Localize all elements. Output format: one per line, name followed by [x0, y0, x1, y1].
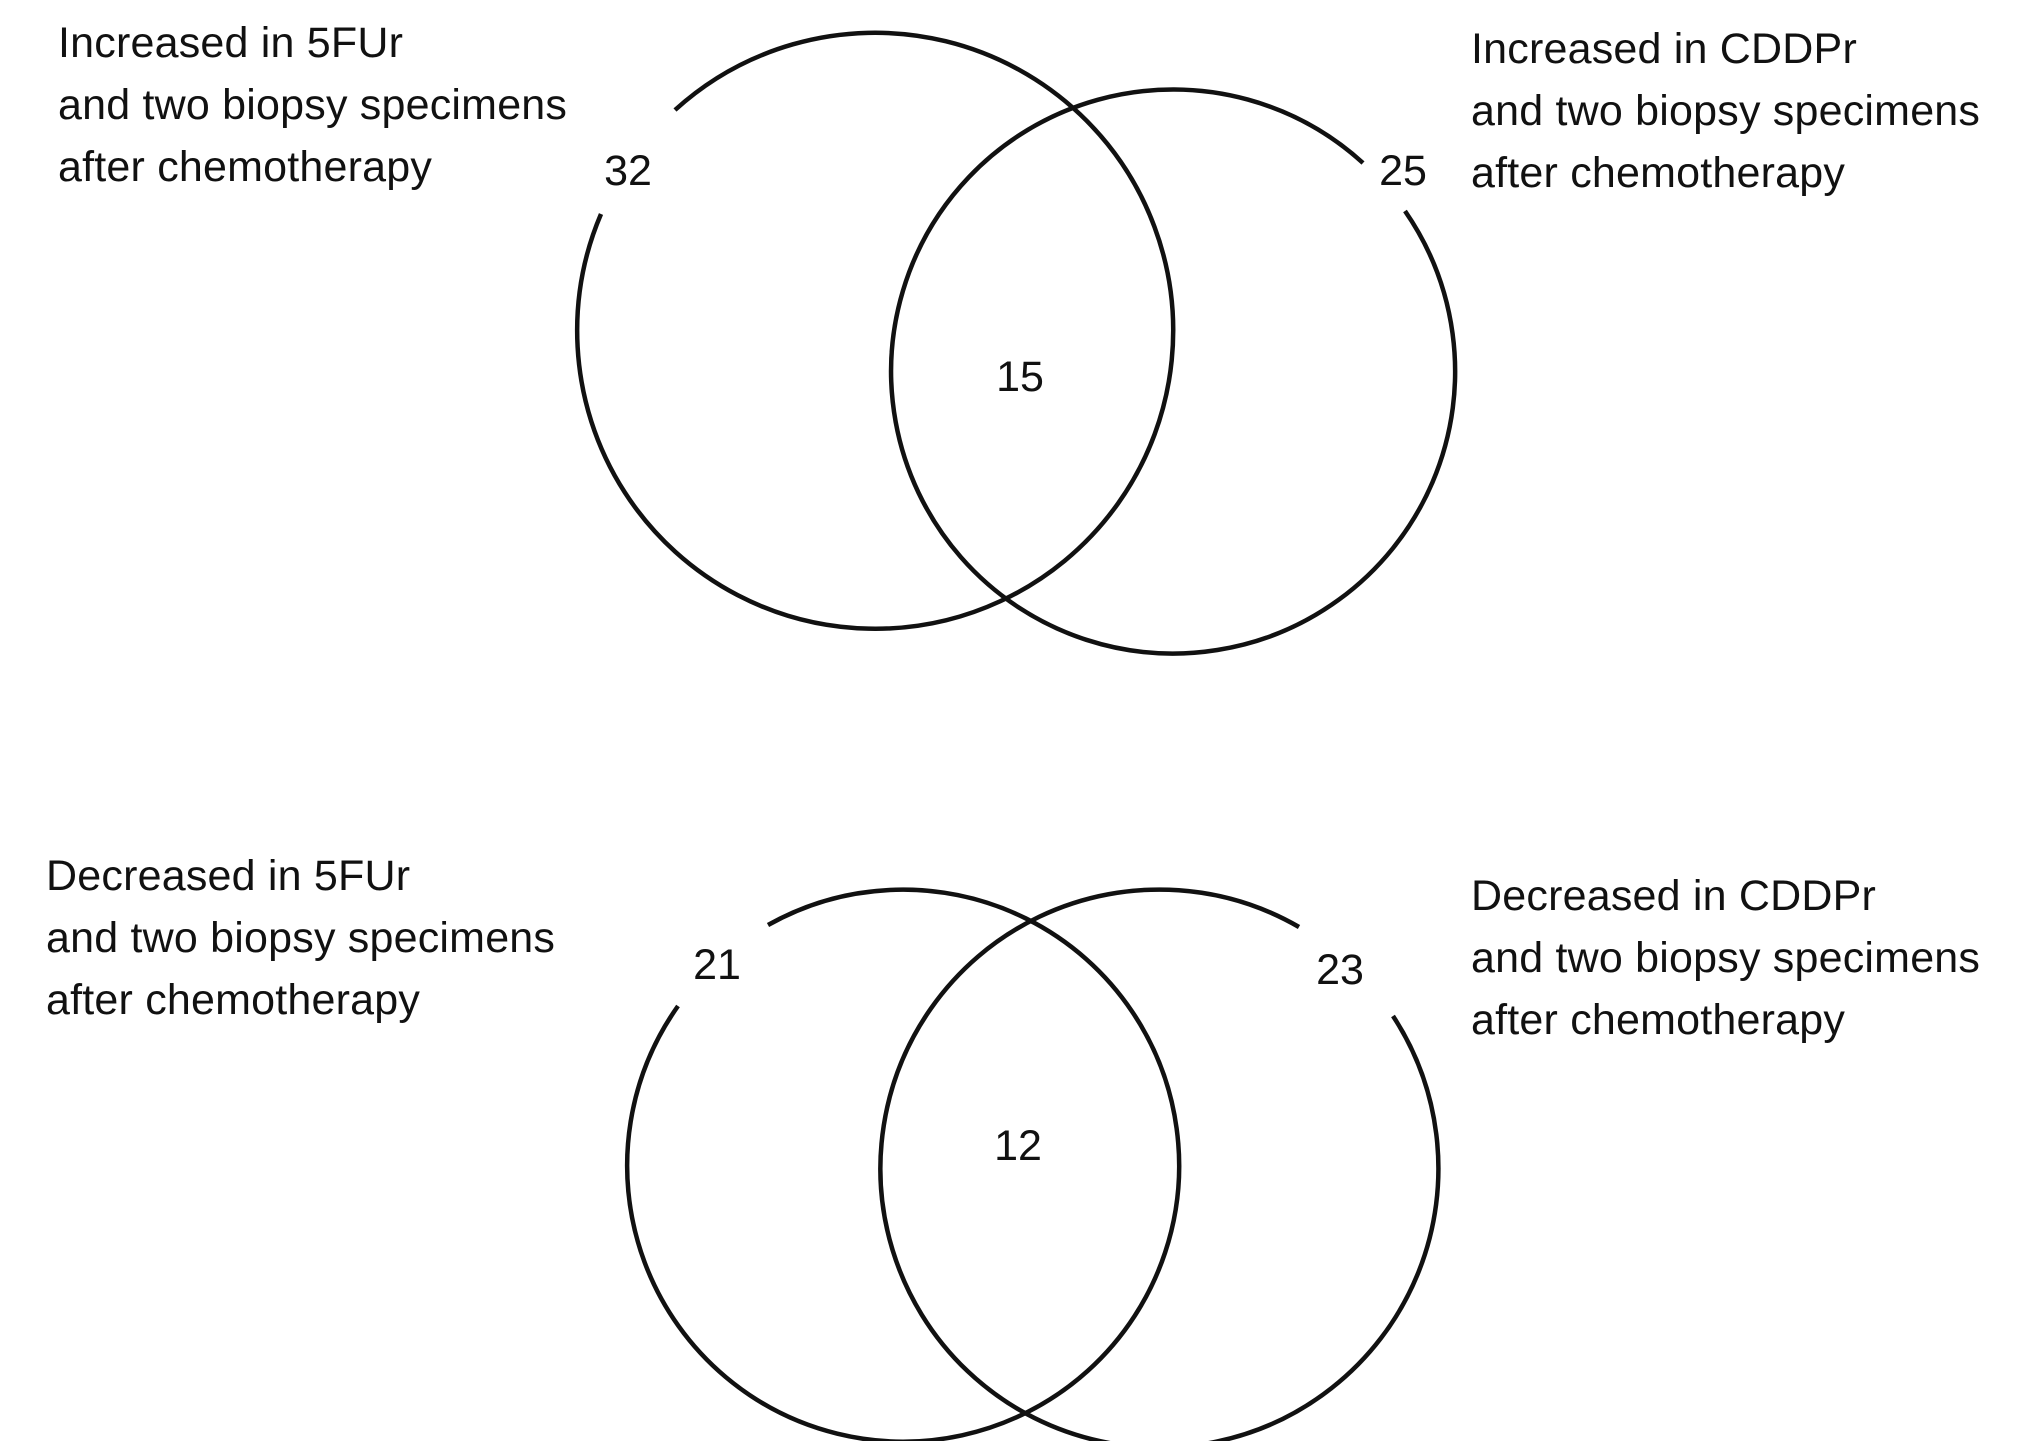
label-line: Increased in CDDPr [1471, 25, 1857, 73]
decreased-cddpr-only-count: 23 [1316, 946, 1364, 994]
label-line: and two biopsy specimens [1471, 934, 1981, 982]
increased-5fur-label: Increased in 5FUr and two biopsy specime… [58, 12, 567, 198]
increased-overlap-count: 15 [996, 353, 1044, 401]
label-line: and two biopsy specimens [58, 81, 568, 129]
increased-5fur-circle [574, 30, 1176, 632]
label-line: after chemotherapy [46, 976, 421, 1024]
increased-cddpr-circle [888, 87, 1458, 656]
decreased-5fur-label: Decreased in 5FUr and two biopsy specime… [46, 845, 555, 1031]
increased-5fur-only-count: 32 [604, 147, 652, 195]
decreased-cddpr-circle [878, 887, 1441, 1441]
label-line: and two biopsy specimens [1471, 87, 1981, 135]
decreased-5fur-circle [624, 887, 1182, 1441]
label-line: Decreased in CDDPr [1471, 872, 1877, 920]
label-line: after chemotherapy [1471, 149, 1846, 197]
decreased-overlap-count: 12 [994, 1122, 1042, 1170]
label-line: after chemotherapy [58, 143, 433, 191]
decreased-cddpr-label: Decreased in CDDPr and two biopsy specim… [1471, 865, 1980, 1051]
label-line: and two biopsy specimens [46, 914, 556, 962]
increased-cddpr-only-count: 25 [1379, 147, 1427, 195]
increased-cddpr-label: Increased in CDDPr and two biopsy specim… [1471, 18, 1980, 204]
decreased-5fur-only-count: 21 [693, 941, 741, 989]
label-line: Decreased in 5FUr [46, 852, 411, 900]
label-line: after chemotherapy [1471, 996, 1846, 1044]
label-line: Increased in 5FUr [58, 19, 404, 67]
